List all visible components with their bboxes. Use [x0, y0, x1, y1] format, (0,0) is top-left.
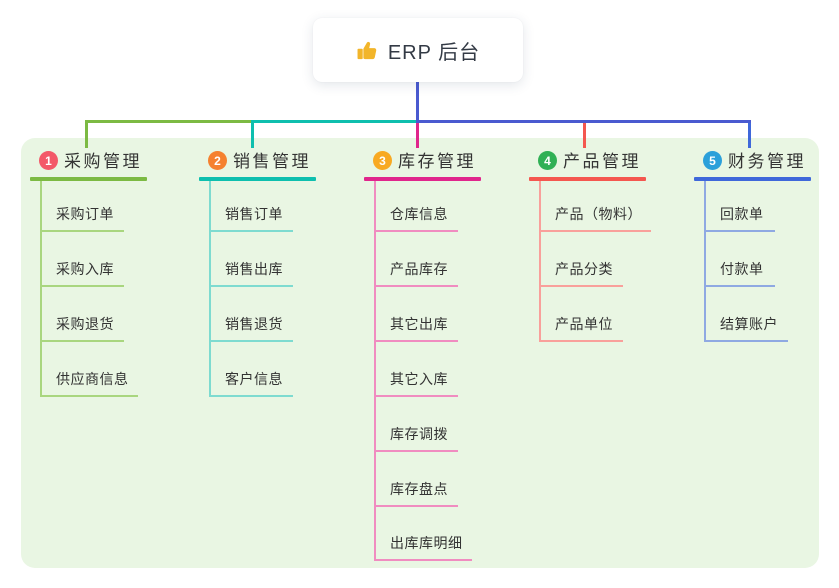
child-underline — [374, 395, 458, 397]
branch-title-3[interactable]: 库存管理 — [398, 152, 476, 171]
branch-underline-3 — [364, 177, 481, 181]
branch-title-4[interactable]: 产品管理 — [563, 152, 641, 171]
background-panel — [21, 138, 819, 568]
child-item[interactable]: 仓库信息 — [390, 206, 448, 222]
connector-drop-4 — [583, 123, 586, 148]
child-underline — [374, 230, 458, 232]
child-item[interactable]: 回款单 — [720, 206, 764, 222]
child-item[interactable]: 产品单位 — [555, 316, 613, 332]
branch-child-vline-1 — [40, 181, 42, 397]
child-item[interactable]: 采购退货 — [56, 316, 114, 332]
child-underline — [374, 340, 458, 342]
child-underline — [40, 395, 138, 397]
child-underline — [539, 230, 651, 232]
child-underline — [374, 450, 458, 452]
branch-underline-4 — [529, 177, 646, 181]
child-underline — [209, 285, 293, 287]
child-item[interactable]: 供应商信息 — [56, 371, 129, 387]
branch-title-5[interactable]: 财务管理 — [728, 152, 806, 171]
child-item[interactable]: 其它入库 — [390, 371, 448, 387]
child-underline — [40, 340, 124, 342]
branch-child-vline-3 — [374, 181, 376, 561]
connector-drop-3 — [416, 123, 419, 148]
connector-rail-right — [416, 120, 751, 123]
branch-title-2[interactable]: 销售管理 — [233, 152, 311, 171]
connector-drop-2 — [251, 123, 254, 148]
child-item[interactable]: 付款单 — [720, 261, 764, 277]
child-underline — [209, 230, 293, 232]
branch-child-vline-4 — [539, 181, 541, 342]
child-underline — [40, 230, 124, 232]
branch-underline-5 — [694, 177, 811, 181]
connector-rail-purchase — [85, 120, 253, 123]
branch-underline-2 — [199, 177, 316, 181]
child-item[interactable]: 采购入库 — [56, 261, 114, 277]
branch-title-1[interactable]: 采购管理 — [64, 152, 142, 171]
branch-child-vline-2 — [209, 181, 211, 397]
branch-badge-2: 2 — [208, 151, 227, 170]
child-underline — [539, 340, 623, 342]
child-item[interactable]: 产品库存 — [390, 261, 448, 277]
child-item[interactable]: 销售出库 — [225, 261, 283, 277]
child-item[interactable]: 其它出库 — [390, 316, 448, 332]
child-underline — [704, 285, 775, 287]
connector-rail-sales — [251, 120, 418, 123]
child-item[interactable]: 库存调拨 — [390, 426, 448, 442]
child-underline — [704, 340, 788, 342]
child-item[interactable]: 销售退货 — [225, 316, 283, 332]
child-item[interactable]: 采购订单 — [56, 206, 114, 222]
child-underline — [704, 230, 775, 232]
child-underline — [539, 285, 623, 287]
child-underline — [374, 505, 458, 507]
connector-drop-1 — [85, 123, 88, 148]
thumbs-up-icon — [356, 39, 379, 62]
branch-child-vline-5 — [704, 181, 706, 342]
branch-badge-5: 5 — [703, 151, 722, 170]
child-item[interactable]: 出库库明细 — [390, 535, 463, 551]
connector-drop-5 — [748, 123, 751, 148]
root-label: ERP 后台 — [387, 41, 481, 64]
child-item[interactable]: 库存盘点 — [390, 481, 448, 497]
branch-underline-1 — [30, 177, 147, 181]
child-item[interactable]: 客户信息 — [225, 371, 283, 387]
child-item[interactable]: 销售订单 — [225, 206, 283, 222]
child-item[interactable]: 产品（物料） — [555, 206, 642, 222]
child-underline — [40, 285, 124, 287]
child-underline — [209, 395, 293, 397]
branch-badge-4: 4 — [538, 151, 557, 170]
child-item[interactable]: 结算账户 — [720, 316, 778, 332]
child-underline — [374, 559, 472, 561]
child-item[interactable]: 产品分类 — [555, 261, 613, 277]
branch-badge-1: 1 — [39, 151, 58, 170]
connector-trunk — [416, 82, 419, 123]
child-underline — [209, 340, 293, 342]
child-underline — [374, 285, 458, 287]
branch-badge-3: 3 — [373, 151, 392, 170]
root-node[interactable]: ERP 后台 — [313, 18, 523, 82]
